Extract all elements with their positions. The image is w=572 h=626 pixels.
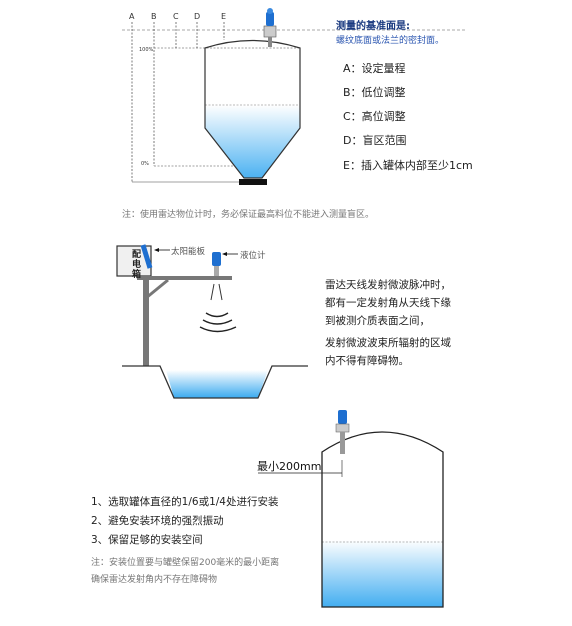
pit-outline (122, 365, 308, 399)
pit-liquid (166, 370, 268, 398)
pit-radar-body (214, 266, 219, 276)
silo-flange (263, 25, 277, 38)
bottom-note-line-1: 注：安装位置要与罐壁保留200毫米的最小距离 (91, 558, 280, 568)
tank-diagram (258, 410, 444, 608)
percent-top-label: 100% (139, 47, 154, 53)
tank-liquid (322, 540, 443, 607)
reference-subtitle: 螺纹底面或法兰的密封面。 (336, 36, 445, 46)
pit-diagram (116, 244, 308, 399)
legend-item-a: A：设定量程 (343, 62, 406, 75)
paragraph-1-line-2: 都有一定发射角从天线下缘 (325, 297, 451, 309)
solar-panel (140, 244, 153, 269)
support-arm (137, 276, 232, 280)
support-pole (143, 276, 149, 366)
reference-title: 测量的基准面是: (336, 21, 410, 32)
column-label-c: C (173, 12, 179, 21)
legend-item-c: C：高位调整 (343, 110, 406, 123)
beam-right (218, 283, 223, 301)
column-label-d: D (194, 12, 201, 21)
silo-outline (204, 39, 301, 179)
beam-left (210, 283, 215, 301)
pit-radar-head (212, 252, 221, 266)
step-1: 1、选取罐体直径的1/6或1/4处进行安装 (91, 496, 279, 508)
silo-radar-antenna (268, 37, 272, 47)
tank-radar-head (338, 410, 347, 424)
percent-bottom-label: 0% (141, 161, 149, 167)
solar-arrow-head (154, 248, 159, 252)
legend-item-b: B：低位调整 (343, 86, 406, 99)
solar-panel-label: 太阳能板 (171, 247, 206, 257)
bottom-note-line-2: 确保雷达发射角内不存在障碍物 (91, 575, 218, 585)
silo-radar-head (266, 12, 274, 26)
paragraph-2-line-2: 内不得有障碍物。 (325, 355, 409, 367)
column-label-a: A (129, 12, 135, 21)
wave-arc-3 (199, 326, 237, 333)
level-arrow-head (222, 252, 227, 256)
silo-radar-cap (267, 8, 273, 14)
legend-item-d: D：盲区范围 (343, 134, 407, 147)
wave-arc-2 (202, 319, 233, 325)
tank-radar-flange (335, 423, 350, 433)
silo-liquid (205, 105, 300, 178)
support-brace (145, 278, 169, 300)
level-meter-label: 液位计 (240, 251, 266, 261)
paragraph-1-line-1: 雷达天线发射微波脉冲时， (325, 279, 451, 291)
step-2: 2、避免安装环境的强烈振动 (91, 515, 224, 527)
wave-arc-1 (205, 312, 229, 318)
silo-outlet (239, 179, 267, 185)
step-3: 3、保留足够的安装空间 (91, 534, 203, 546)
top-note: 注：使用雷达物位计时，务必保证最高料位不能进入测量盲区。 (122, 210, 375, 220)
column-label-b: B (151, 12, 157, 21)
column-label-e: E (221, 12, 227, 21)
tank-radar-antenna (340, 432, 345, 454)
distribution-box-label: 配电箱 (130, 249, 140, 279)
paragraph-1-line-3: 到被测介质表面之间， (325, 315, 430, 327)
min-distance-label: 最小200mm (257, 460, 322, 473)
paragraph-2-line-1: 发射微波波束所辐射的区域 (325, 337, 451, 349)
legend-item-e: E：插入罐体内部至少1cm (343, 159, 473, 172)
